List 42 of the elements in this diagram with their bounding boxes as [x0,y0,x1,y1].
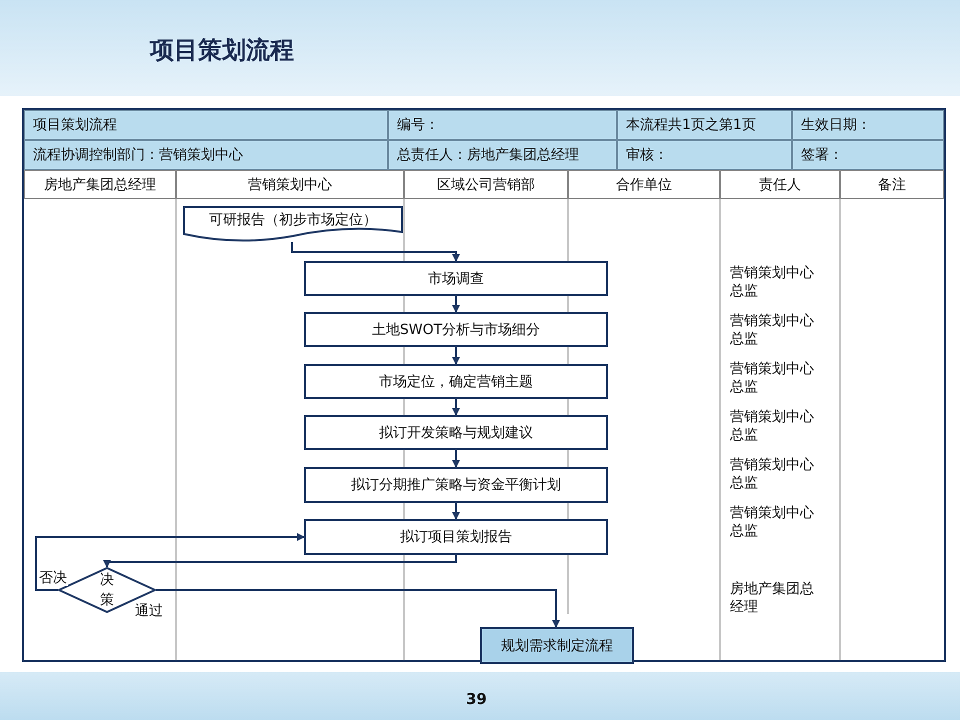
arrow [452,399,460,416]
arrow [452,296,460,313]
responsibility-text: 营销策划中心总监 [730,408,815,444]
header-cell: 项目策划流程 [24,110,388,140]
edge-label: 否决 [38,570,68,586]
header-cell: 流程协调控制部门：营销策划中心 [24,140,388,170]
header-cell: 签署： [792,140,944,170]
page-title: 项目策划流程 [150,34,294,66]
responsibility-text: 营销策划中心总监 [730,264,815,300]
document-shape: 可研报告（初步市场定位） [183,206,403,242]
lane-header: 合作单位 [568,170,720,199]
header-cell: 总责任人：房地产集团总经理 [388,140,617,170]
lane-header: 营销策划中心 [176,170,404,199]
process-box: 拟订开发策略与规划建议 [304,415,608,450]
header-cell: 生效日期： [792,110,944,140]
arrow [452,503,460,520]
page-number: 39 [466,690,487,708]
responsibility-text: 营销策划中心总监 [730,360,815,396]
responsibility-text: 营销策划中心总监 [730,456,815,492]
arrow [35,533,305,591]
process-box: 市场调查 [304,261,608,296]
responsibility-text: 房地产集团总经理 [730,580,815,616]
lane-header: 责任人 [720,170,840,199]
lane-header: 房地产集团总经理 [24,170,176,199]
lane-header: 区域公司营销部 [404,170,568,199]
arrow [452,450,460,468]
arrow [452,347,460,365]
edge-label: 通过 [134,603,164,619]
header-cell: 编号： [388,110,617,140]
process-box: 规划需求制定流程 [480,627,634,664]
responsibility-text: 营销策划中心总监 [730,504,815,540]
responsibility-text: 营销策划中心总监 [730,312,815,348]
arrow [103,555,457,568]
lane-header: 备注 [840,170,944,199]
process-box: 市场定位，确定营销主题 [304,364,608,399]
arrow [156,589,560,628]
process-box: 拟订分期推广策略与资金平衡计划 [304,467,608,503]
process-box: 土地SWOT分析与市场细分 [304,312,608,347]
header-cell: 本流程共1页之第1页 [617,110,792,140]
header-cell: 审核： [617,140,792,170]
process-box: 拟订项目策划报告 [304,519,608,555]
arrow [291,242,460,262]
